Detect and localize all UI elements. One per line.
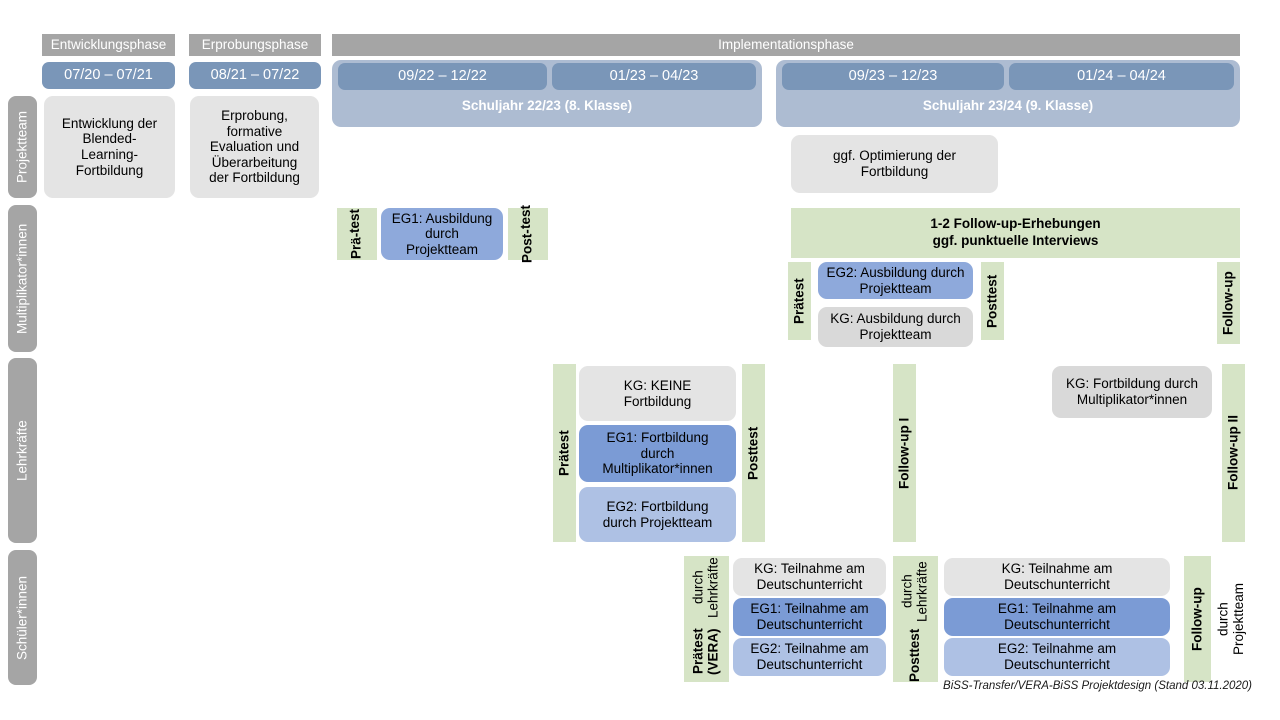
posttest-a-line1: Post-	[519, 229, 535, 263]
schueler-right-eg1-box: EG1: Teilnahme am Deutschunterricht	[944, 598, 1170, 636]
schueler-right-eg2-box: EG2: Teilnahme am Deutschunterricht	[944, 638, 1170, 676]
schueler-praetest-bar: Prätest (VERA) durch Lehrkräfte	[684, 556, 729, 682]
lehrkraefte-praetest-bar: Prätest	[553, 364, 576, 542]
schueler-followup-regular: durch Projektteam	[1215, 582, 1246, 656]
schueler-praetest-regular: durch Lehrkräfte	[690, 556, 721, 618]
row-label-lehrkraefte: Lehrkräfte	[8, 358, 37, 543]
schueler-right-kg-box: KG: Teilnahme am Deutschunterricht	[944, 558, 1170, 596]
schueler-left-eg2-box: EG2: Teilnahme am Deutschunterricht	[733, 638, 886, 676]
period-chip-3: 01/23 – 04/23	[552, 63, 756, 90]
schueler-posttest-bold: Posttest	[907, 628, 923, 682]
lehrkraefte-kg-keine-box: KG: KEINE Fortbildung	[579, 366, 736, 421]
multiplikatoren-followup-bar: Follow-up	[1217, 262, 1240, 344]
row-label-projektteam: Projektteam	[8, 96, 37, 198]
period-chip-2: 09/22 – 12/22	[338, 63, 547, 90]
schueler-left-kg-box: KG: Teilnahme am Deutschunterricht	[733, 558, 886, 596]
schueler-praetest-bold: Prätest (VERA)	[690, 628, 721, 675]
multiplikatoren-praetest-a-bar: Prä-test	[337, 208, 377, 260]
schueler-left-eg1-box: EG1: Teilnahme am Deutschunterricht	[733, 598, 886, 636]
projektteam-erprobung-box: Erprobung, formative Evaluation und Über…	[190, 96, 319, 198]
period-chip-5: 01/24 – 04/24	[1009, 63, 1234, 90]
row-label-schuelerinnen: Schüler*innen	[8, 550, 37, 685]
school-year-block-2223: 09/22 – 12/22 01/23 – 04/23 Schuljahr 22…	[332, 60, 762, 127]
multiplikatoren-kg-box: KG: Ausbildung durch Projektteam	[818, 307, 973, 347]
multiplikatoren-posttest-a-bar: Post-test	[508, 205, 548, 263]
school-year-label-2223: Schuljahr 22/23 (8. Klasse)	[461, 98, 633, 114]
multiplikatoren-eg2-box: EG2: Ausbildung durch Projektteam	[818, 262, 973, 299]
phase-header-entwicklung: Entwicklungsphase	[42, 34, 175, 56]
school-year-block-2324: 09/23 – 12/23 01/24 – 04/24 Schuljahr 23…	[776, 60, 1240, 127]
school-year-label-2324: Schuljahr 23/24 (9. Klasse)	[922, 98, 1094, 114]
praetest-a-line2: test	[347, 208, 363, 233]
posttest-a-line2: test	[518, 205, 534, 230]
lehrkraefte-eg2-box: EG2: Fortbildung durch Projektteam	[579, 487, 736, 542]
footer-note: BiSS-Transfer/VERA-BiSS Projektdesign (S…	[943, 680, 1252, 692]
schueler-posttest-bar: Posttest durch Lehrkräfte	[893, 556, 938, 682]
schueler-posttest-regular: durch Lehrkräfte	[899, 560, 930, 622]
lehrkraefte-posttest-bar: Posttest	[742, 364, 765, 542]
projektteam-optimierung-box: ggf. Optimierung der Fortbildung	[791, 135, 998, 193]
phase-header-implementation: Implementationsphase	[332, 34, 1240, 56]
projektteam-entwicklung-box: Entwicklung der Blended- Learning- Fortb…	[44, 96, 175, 198]
multiplikatoren-followup-banner: 1-2 Follow-up-Erhebungen ggf. punktuelle…	[791, 208, 1240, 258]
multiplikatoren-praetest-b-bar: Prätest	[788, 262, 811, 340]
multiplikatoren-posttest-b-bar: Posttest	[981, 262, 1004, 340]
period-chip-1: 08/21 – 07/22	[189, 62, 321, 89]
phase-header-erprobung: Erprobungsphase	[189, 34, 321, 56]
period-chip-0: 07/20 – 07/21	[42, 62, 175, 89]
lehrkraefte-followup-1-bar: Follow-up I	[893, 364, 916, 542]
period-chip-4: 09/23 – 12/23	[782, 63, 1004, 90]
row-label-multiplikatorinnen: Multiplikator*innen	[8, 205, 37, 352]
multiplikatoren-eg1-box: EG1: Ausbildung durch Projektteam	[381, 208, 503, 260]
lehrkraefte-followup-2-bar: Follow-up II	[1222, 364, 1245, 542]
praetest-a-line1: Prä-	[348, 232, 364, 260]
lehrkraefte-kg-fortbildung-box: KG: Fortbildung durch Multiplikator*inne…	[1052, 366, 1212, 418]
schueler-followup-bar: Follow-up	[1184, 556, 1211, 682]
lehrkraefte-eg1-box: EG1: Fortbildung durch Multiplikator*inn…	[579, 425, 736, 482]
